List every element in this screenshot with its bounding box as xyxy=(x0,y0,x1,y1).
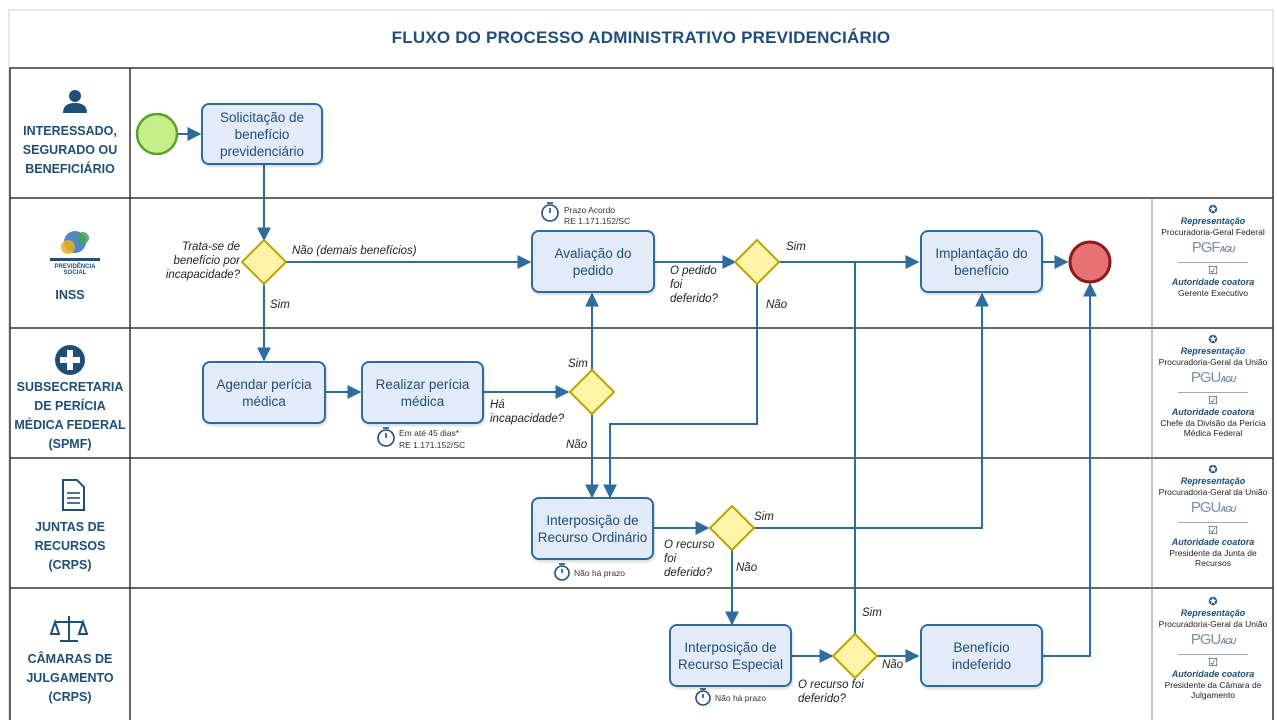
badge-icon: ✪ xyxy=(1208,204,1218,216)
auth-name: Gerente Executivo xyxy=(1178,288,1248,298)
person-icon xyxy=(63,90,87,113)
task-recurso-especial: Interposição de Recurso Especial xyxy=(669,624,792,687)
timer-label-prazo: Prazo Acordo xyxy=(564,205,616,215)
stopwatch-icon xyxy=(554,563,570,581)
representation-spmf: ✪ Representação Procuradoria-Geral da Un… xyxy=(1154,334,1272,438)
pgu-logo: PGUAGU xyxy=(1190,631,1236,648)
gateway-recurso xyxy=(708,504,756,552)
auth-name: Chefe da Divisão da Perícia Médica Feder… xyxy=(1160,418,1266,438)
auth-title: Autoridade coatora xyxy=(1171,669,1255,679)
flow-label-sim: Sim xyxy=(754,511,774,523)
sequence-flows xyxy=(178,127,1097,663)
flow-label-nao: Não xyxy=(566,439,588,451)
checkbox-icon: ☑ xyxy=(1208,395,1218,407)
lane-label-juntas: JUNTAS DE RECURSOS (CRPS) xyxy=(34,520,106,572)
timer-label-especial: Não há prazo xyxy=(715,693,767,703)
medical-cross-icon xyxy=(55,345,85,375)
pgu-logo: PGUAGU xyxy=(1190,369,1236,386)
gateway-ha-incapacidade xyxy=(568,368,616,416)
pgu-logo: PGUAGU xyxy=(1190,499,1236,516)
badge-icon: ✪ xyxy=(1208,334,1218,346)
checkbox-icon: ☑ xyxy=(1208,657,1218,669)
gateway-recurso-especial xyxy=(831,632,879,680)
task-implantacao: Implantação do benefício xyxy=(920,230,1043,293)
page-title: FLUXO DO PROCESSO ADMINISTRATIVO PREVIDE… xyxy=(391,28,891,47)
checkbox-icon: ☑ xyxy=(1208,525,1218,537)
end-event xyxy=(1068,240,1112,284)
document-icon xyxy=(62,479,85,511)
lane-label-inss: INSS xyxy=(55,288,85,302)
lane-label-spmf: SUBSECRETARIA DE PERÍCIA MÉDICA FEDERAL … xyxy=(14,380,126,451)
badge-icon: ✪ xyxy=(1208,464,1218,476)
flow-label-nao: Não xyxy=(882,659,904,671)
flow-label-sim: Sim xyxy=(568,358,588,370)
flow-label-nao: Não xyxy=(766,299,788,311)
flow-label-nao-demais: Não (demais benefícios) xyxy=(292,245,417,257)
task-realizar: Realizar perícia médica xyxy=(361,361,484,424)
auth-title: Autoridade coatora xyxy=(1171,277,1255,287)
task-agendar: Agendar perícia médica xyxy=(202,361,326,424)
flow-label-sim: Sim xyxy=(270,299,290,311)
timer-label-pericia: Em até 45 dias* xyxy=(399,428,460,438)
timer-label-ordinario: Não há prazo xyxy=(574,568,626,578)
rep-title: Representação xyxy=(1180,608,1246,618)
flow-label-sim: Sim xyxy=(786,241,806,253)
gateway-label-ha-incapacidade: Há incapacidade? xyxy=(490,399,565,425)
stopwatch-icon xyxy=(695,688,711,706)
rep-org: Procuradoria-Geral Federal xyxy=(1161,227,1265,237)
stopwatch-icon xyxy=(377,427,395,447)
task-recurso-ordinario: Interposição de Recurso Ordinário xyxy=(531,497,654,560)
timer-label-pericia-re: RE 1.171.152/SC xyxy=(399,440,466,450)
gateway-incapacidade xyxy=(240,238,288,286)
gateways xyxy=(240,238,879,680)
rep-org: Procuradoria-Geral da União xyxy=(1158,357,1268,367)
flow-label-sim: Sim xyxy=(862,607,882,619)
pgf-logo: PGFAGU xyxy=(1191,239,1236,256)
task-indeferido: Benefício indeferido xyxy=(920,624,1043,687)
auth-title: Autoridade coatora xyxy=(1171,537,1255,547)
rep-org: Procuradoria-Geral da União xyxy=(1158,619,1268,629)
flow-label-nao: Não xyxy=(736,562,758,574)
representation-juntas: ✪ Representação Procuradoria-Geral da Un… xyxy=(1154,464,1272,568)
badge-icon: ✪ xyxy=(1208,596,1218,608)
rep-title: Representação xyxy=(1180,216,1246,226)
auth-name: Presidente da Câmara de Julgamento xyxy=(1164,680,1262,700)
scales-icon xyxy=(49,616,89,642)
gateway-pedido xyxy=(733,238,781,286)
gateway-label-incapacidade: Trata-se de benefício por incapacidade? xyxy=(165,241,240,281)
stopwatch-icon xyxy=(541,202,559,222)
lane-label-interessado: INTERESSADO, SEGURADO OU BENEFICIÁRIO xyxy=(22,124,118,176)
previdencia-logo-text: PREVIDÊNCIA SOCIAL xyxy=(54,264,96,276)
timer-label-prazo-re: RE 1.171.152/SC xyxy=(564,216,631,226)
task-avaliacao: Avaliação do pedido xyxy=(531,230,655,293)
lane-label-camaras: CÂMARAS DE JULGAMENTO (CRPS) xyxy=(26,652,114,704)
rep-org: Procuradoria-Geral da União xyxy=(1158,487,1268,497)
start-event xyxy=(135,112,179,156)
representation-inss: ✪ Representação Procuradoria-Geral Feder… xyxy=(1154,204,1272,298)
representation-camaras: ✪ Representação Procuradoria-Geral da Un… xyxy=(1154,596,1272,700)
timer-icons xyxy=(377,202,711,706)
gateway-label-pedido: O pedido foi deferido? xyxy=(670,265,718,305)
auth-name: Presidente da Junta de Recursos xyxy=(1169,548,1257,568)
auth-title: Autoridade coatora xyxy=(1171,407,1255,417)
checkbox-icon: ☑ xyxy=(1208,265,1218,277)
previdencia-social-logo xyxy=(50,231,100,261)
task-solicitacao: Solicitação de benefício previdenciário xyxy=(201,103,323,165)
rep-title: Representação xyxy=(1180,476,1246,486)
gateway-label-recurso: O recurso foi deferido? xyxy=(664,539,715,579)
gateway-label-recurso-especial: O recurso foi deferido? xyxy=(798,679,864,705)
rep-title: Representação xyxy=(1180,346,1246,356)
